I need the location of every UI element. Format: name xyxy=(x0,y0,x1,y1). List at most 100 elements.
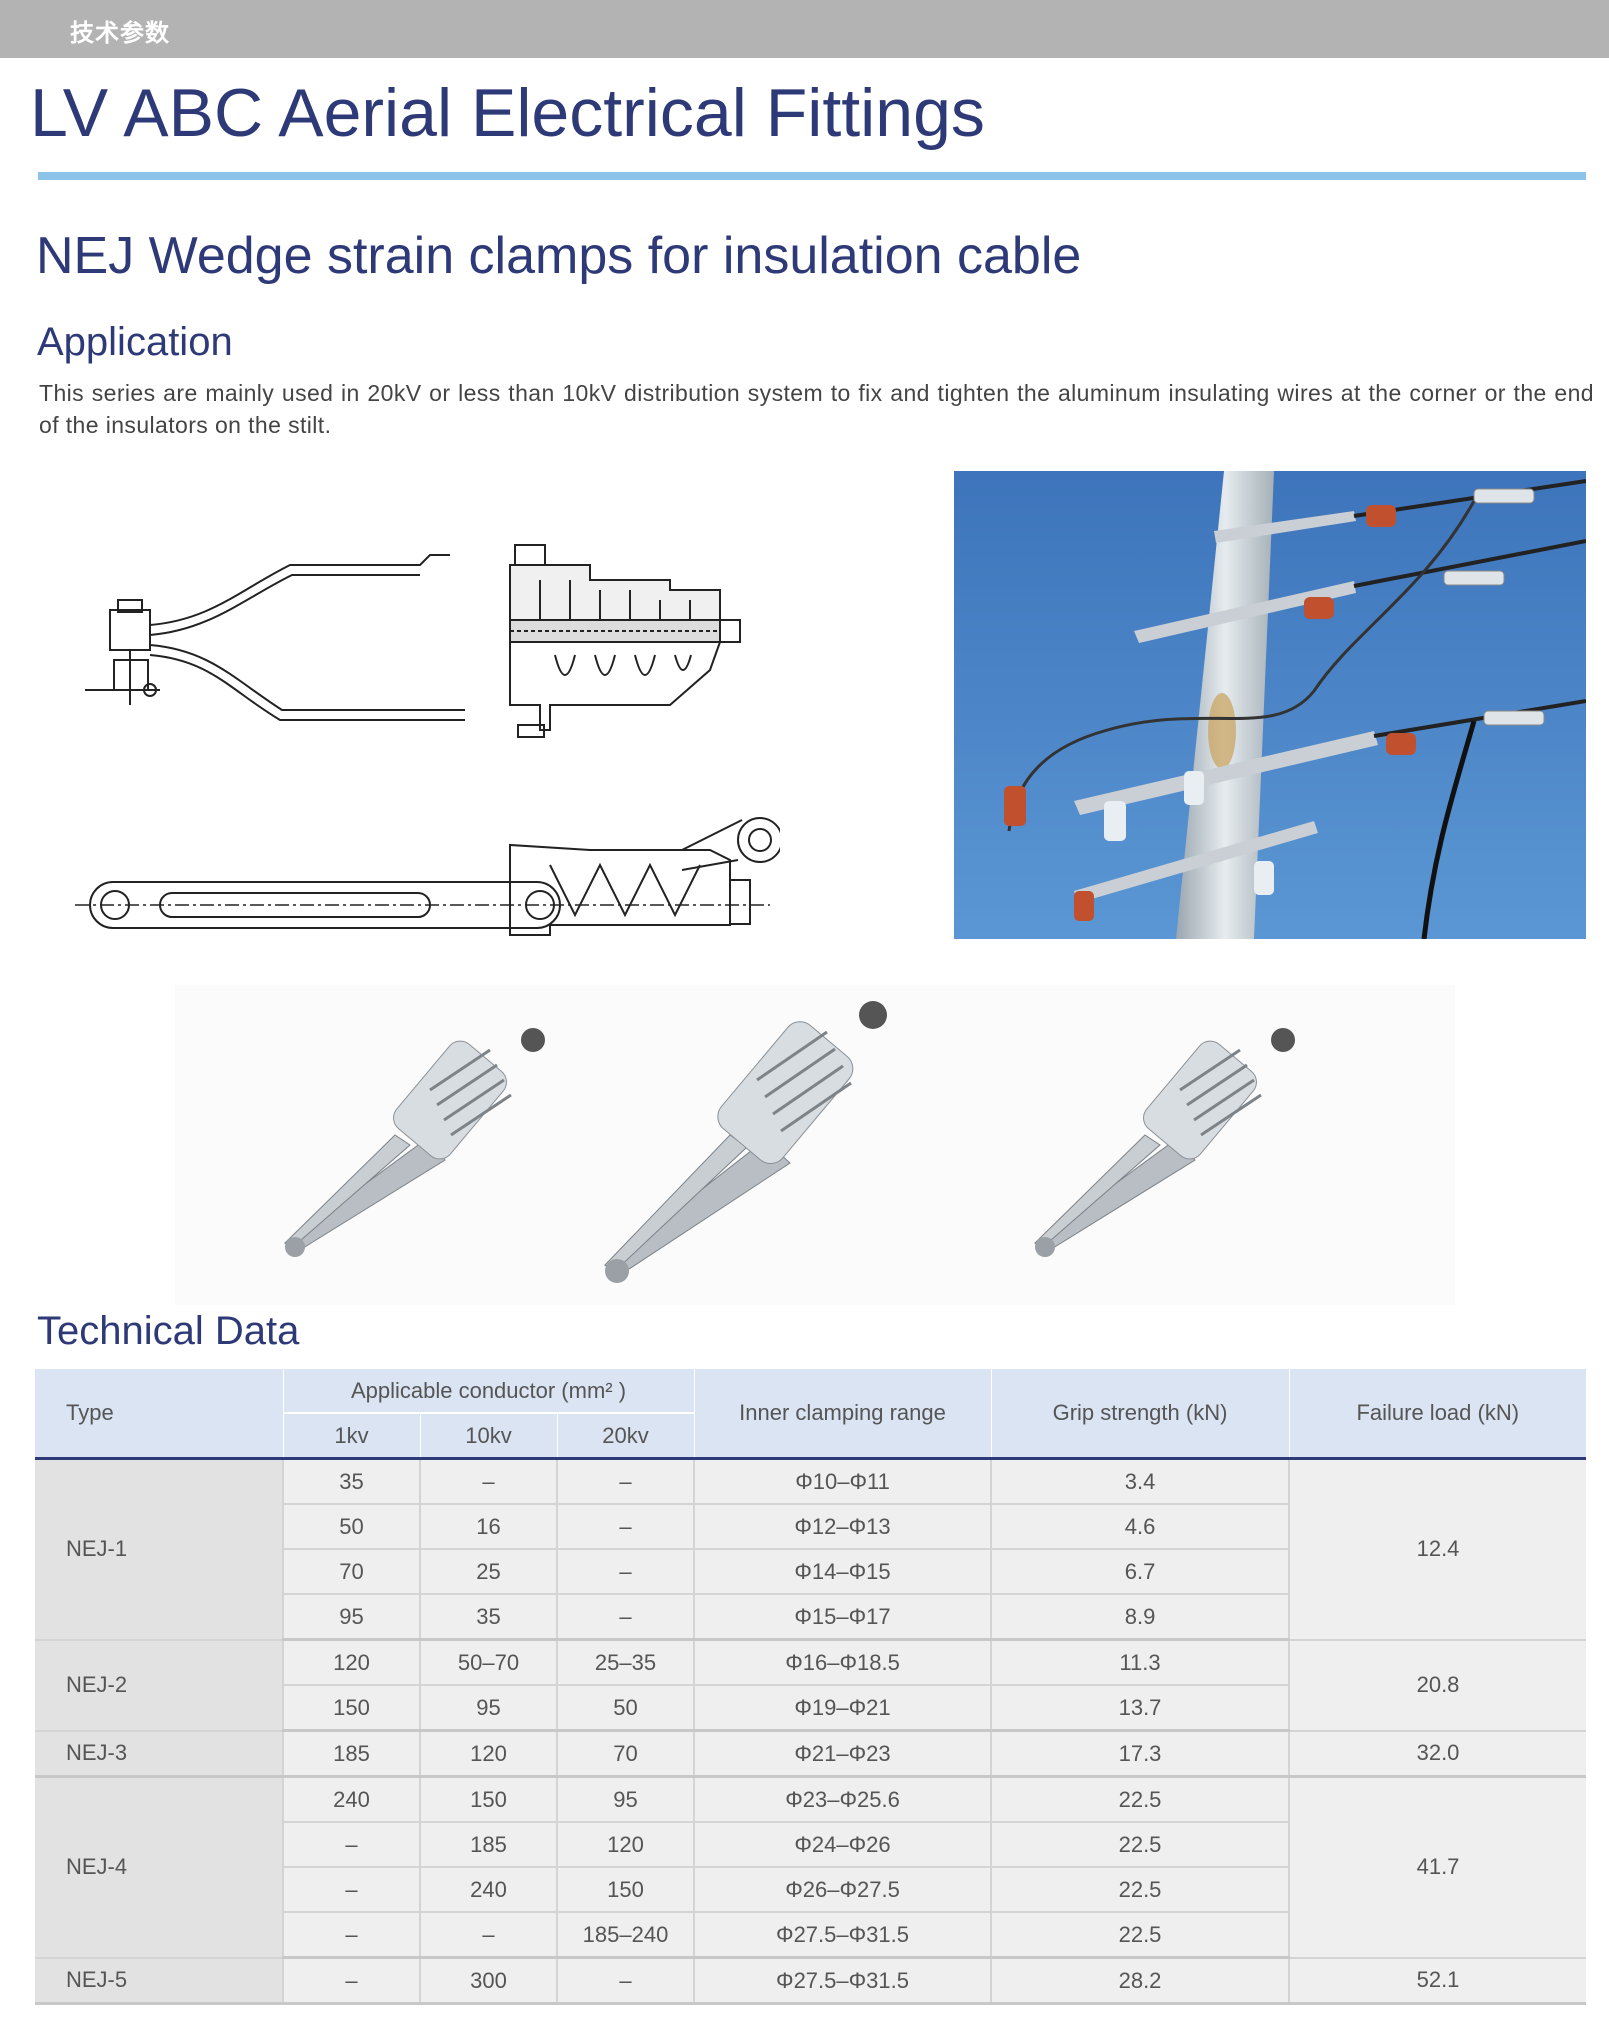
cell-clamping-range: Φ16–Φ18.5 xyxy=(694,1639,993,1686)
cell-clamping-range: Φ26–Φ27.5 xyxy=(694,1867,993,1913)
header-20kv: 20kv xyxy=(557,1413,695,1460)
cell-1kv: 35 xyxy=(283,1458,421,1505)
cell-20kv: – xyxy=(557,1594,696,1641)
cell-20kv: – xyxy=(557,1957,696,2005)
header-applicable-conductor: Applicable conductor (mm² ) xyxy=(283,1369,695,1414)
cell-10kv: 35 xyxy=(420,1594,558,1641)
cell-20kv: 50 xyxy=(557,1685,696,1732)
cell-1kv: 120 xyxy=(283,1639,421,1686)
cell-clamping-range: Φ19–Φ21 xyxy=(694,1685,993,1732)
cell-10kv: 240 xyxy=(420,1867,558,1913)
header-10kv: 10kv xyxy=(420,1413,558,1460)
cell-1kv: 240 xyxy=(283,1776,421,1823)
cell-grip-strength: 22.5 xyxy=(991,1822,1291,1868)
header-bar-label: 技术参数 xyxy=(70,19,170,47)
cell-grip-strength: 22.5 xyxy=(991,1912,1291,1959)
header-type: Type xyxy=(35,1369,284,1460)
cell-1kv: – xyxy=(283,1822,421,1868)
cell-grip-strength: 13.7 xyxy=(991,1685,1291,1732)
cell-grip-strength: 17.3 xyxy=(991,1730,1291,1778)
cell-20kv: 120 xyxy=(557,1822,696,1868)
cell-10kv: – xyxy=(420,1912,558,1959)
type-cell: NEJ-1 xyxy=(35,1458,284,1641)
cell-clamping-range: Φ24–Φ26 xyxy=(694,1822,993,1868)
cell-clamping-range: Φ12–Φ13 xyxy=(694,1504,993,1550)
cell-1kv: 50 xyxy=(283,1504,421,1550)
cell-clamping-range: Φ27.5–Φ31.5 xyxy=(694,1912,993,1959)
top-header-bar: 技术参数 xyxy=(0,0,1609,58)
title-divider xyxy=(38,172,1586,180)
cell-clamping-range: Φ21–Φ23 xyxy=(694,1730,993,1778)
type-cell: NEJ-3 xyxy=(35,1730,284,1778)
header-grip-strength: Grip strength (kN) xyxy=(991,1369,1290,1460)
cell-1kv: 150 xyxy=(283,1685,421,1732)
cell-10kv: 120 xyxy=(420,1730,558,1778)
technical-drawing xyxy=(70,520,783,940)
failure-load-cell: 41.7 xyxy=(1289,1776,1587,1959)
cell-grip-strength: 4.6 xyxy=(991,1504,1291,1550)
failure-load-cell: 12.4 xyxy=(1289,1458,1587,1641)
cell-10kv: 50–70 xyxy=(420,1639,558,1686)
cell-20kv: 185–240 xyxy=(557,1912,696,1959)
cell-grip-strength: 8.9 xyxy=(991,1594,1291,1641)
cell-grip-strength: 11.3 xyxy=(991,1639,1291,1686)
cell-1kv: – xyxy=(283,1957,421,2005)
cell-grip-strength: 28.2 xyxy=(991,1957,1291,2005)
page-title: LV ABC Aerial Electrical Fittings xyxy=(30,75,985,151)
clamp-product-large-center xyxy=(604,1001,887,1283)
cell-20kv: – xyxy=(557,1458,696,1505)
cell-grip-strength: 6.7 xyxy=(991,1549,1291,1595)
cell-grip-strength: 22.5 xyxy=(991,1867,1291,1913)
type-cell: NEJ-5 xyxy=(35,1957,284,2005)
cell-20kv: 150 xyxy=(557,1867,696,1913)
cell-10kv: 16 xyxy=(420,1504,558,1550)
cell-1kv: 70 xyxy=(283,1549,421,1595)
cell-clamping-range: Φ15–Φ17 xyxy=(694,1594,993,1641)
cell-20kv: – xyxy=(557,1504,696,1550)
header-failure-load: Failure load (kN) xyxy=(1289,1369,1587,1460)
cell-10kv: 300 xyxy=(420,1957,558,2005)
failure-load-cell: 20.8 xyxy=(1289,1639,1587,1732)
cell-20kv: 25–35 xyxy=(557,1639,696,1686)
cell-20kv: – xyxy=(557,1549,696,1595)
clamp-product-small-left xyxy=(284,1028,545,1257)
cell-10kv: 25 xyxy=(420,1549,558,1595)
drawing-top-view xyxy=(75,817,783,936)
header-1kv: 1kv xyxy=(283,1413,421,1460)
technical-data-table: Type Applicable conductor (mm² ) Inner c… xyxy=(35,1369,1587,2005)
cell-10kv: 95 xyxy=(420,1685,558,1732)
cell-clamping-range: Φ14–Φ15 xyxy=(694,1549,993,1595)
product-photos xyxy=(175,985,1455,1305)
application-heading: Application xyxy=(37,320,233,364)
application-text: This series are mainly used in 20kV or l… xyxy=(39,380,1594,438)
type-cell: NEJ-4 xyxy=(35,1776,284,1959)
failure-load-cell: 32.0 xyxy=(1289,1730,1587,1778)
cell-clamping-range: Φ23–Φ25.6 xyxy=(694,1776,993,1823)
cell-10kv: – xyxy=(420,1458,558,1505)
cell-10kv: 185 xyxy=(420,1822,558,1868)
cell-20kv: 70 xyxy=(557,1730,696,1778)
failure-load-cell: 52.1 xyxy=(1289,1957,1587,2005)
cell-10kv: 150 xyxy=(420,1776,558,1823)
header-inner-clamping-range: Inner clamping range xyxy=(694,1369,992,1460)
product-subtitle: NEJ Wedge strain clamps for insulation c… xyxy=(36,227,1082,285)
cell-grip-strength: 22.5 xyxy=(991,1776,1291,1823)
cell-1kv: – xyxy=(283,1912,421,1959)
cell-clamping-range: Φ10–Φ11 xyxy=(694,1458,993,1505)
drawing-side-view xyxy=(85,544,741,738)
cell-1kv: 95 xyxy=(283,1594,421,1641)
clamp-product-small-right xyxy=(1034,1028,1295,1257)
